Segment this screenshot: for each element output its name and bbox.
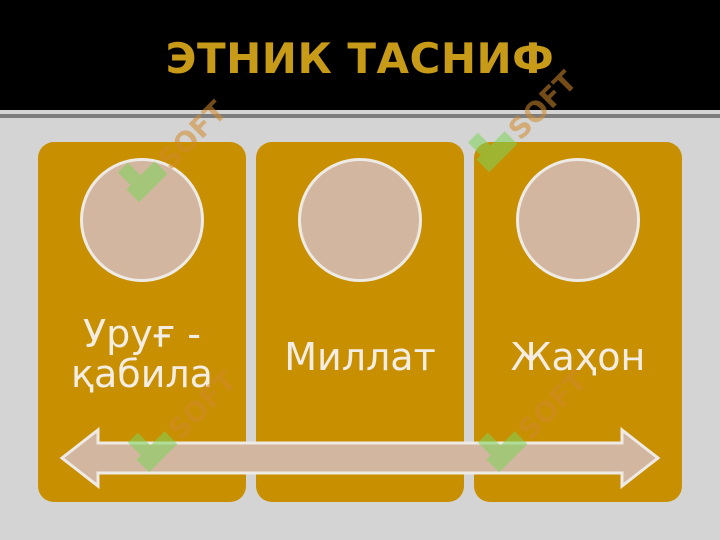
card-label: Миллат [256, 337, 464, 377]
title-bar: ЭТНИК ТАСНИФ [0, 0, 720, 110]
card-clan: Уруғ - қабила [38, 142, 246, 502]
title-divider [0, 114, 720, 118]
circle-icon [80, 158, 204, 282]
circle-icon [298, 158, 422, 282]
card-label-line: Миллат [284, 335, 436, 379]
card-label: Жаҳон [474, 337, 682, 377]
page-title: ЭТНИК ТАСНИФ [165, 34, 555, 83]
card-label: Уруғ - қабила [38, 314, 246, 394]
card-label-line: Жаҳон [510, 335, 646, 379]
card-label-line: Уруғ - [83, 312, 201, 356]
card-label-line: қабила [71, 352, 213, 396]
circle-icon [516, 158, 640, 282]
